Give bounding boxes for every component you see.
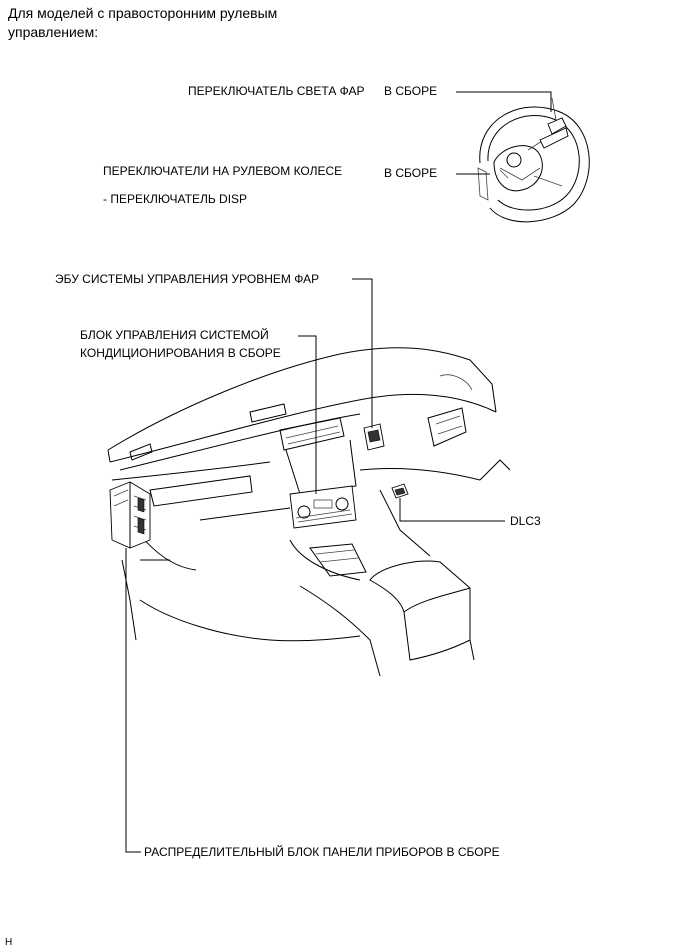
figure-code: H	[5, 937, 13, 948]
ac-control-label-line1: БЛОК УПРАВЛЕНИЯ СИСТЕМОЙ	[80, 328, 269, 342]
ac-control-panel	[289, 485, 357, 529]
disp-switch-label: - ПЕРЕКЛЮЧАТЕЛЬ DISP	[103, 192, 248, 206]
headlight-switch-label-suffix: В СБОРЕ	[384, 84, 438, 98]
leader-lines	[125, 278, 505, 853]
page-heading: Для моделей с правосторонним рулевым упр…	[8, 5, 278, 40]
steering-switches-label: ПЕРЕКЛЮЧАТЕЛИ НА РУЛЕВОМ КОЛЕСЕ	[103, 164, 343, 178]
steering-wheel-illustration	[477, 97, 590, 223]
headlight-switch-label: ПЕРЕКЛЮЧАТЕЛЬ СВЕТА ФАР	[188, 84, 365, 98]
junction-block-label: РАСПРЕДЕЛИТЕЛЬНЫЙ БЛОК ПАНЕЛИ ПРИБОРОВ В…	[144, 845, 500, 859]
dashboard-illustration	[107, 347, 511, 677]
dlc3-connector	[391, 483, 409, 499]
headlight-leveling-ecu	[363, 423, 385, 451]
junction-block	[109, 481, 151, 549]
ac-control-label-line2: КОНДИЦИОНИРОВАНИЯ В СБОРЕ	[80, 346, 281, 360]
dlc3-label: DLC3	[510, 514, 541, 528]
steering-leader-lines	[456, 91, 552, 175]
steering-switches-label-suffix: В СБОРЕ	[384, 166, 438, 180]
headlight-leveling-ecu-label: ЭБУ СИСТЕМЫ УПРАВЛЕНИЯ УРОВНЕМ ФАР	[55, 272, 320, 286]
